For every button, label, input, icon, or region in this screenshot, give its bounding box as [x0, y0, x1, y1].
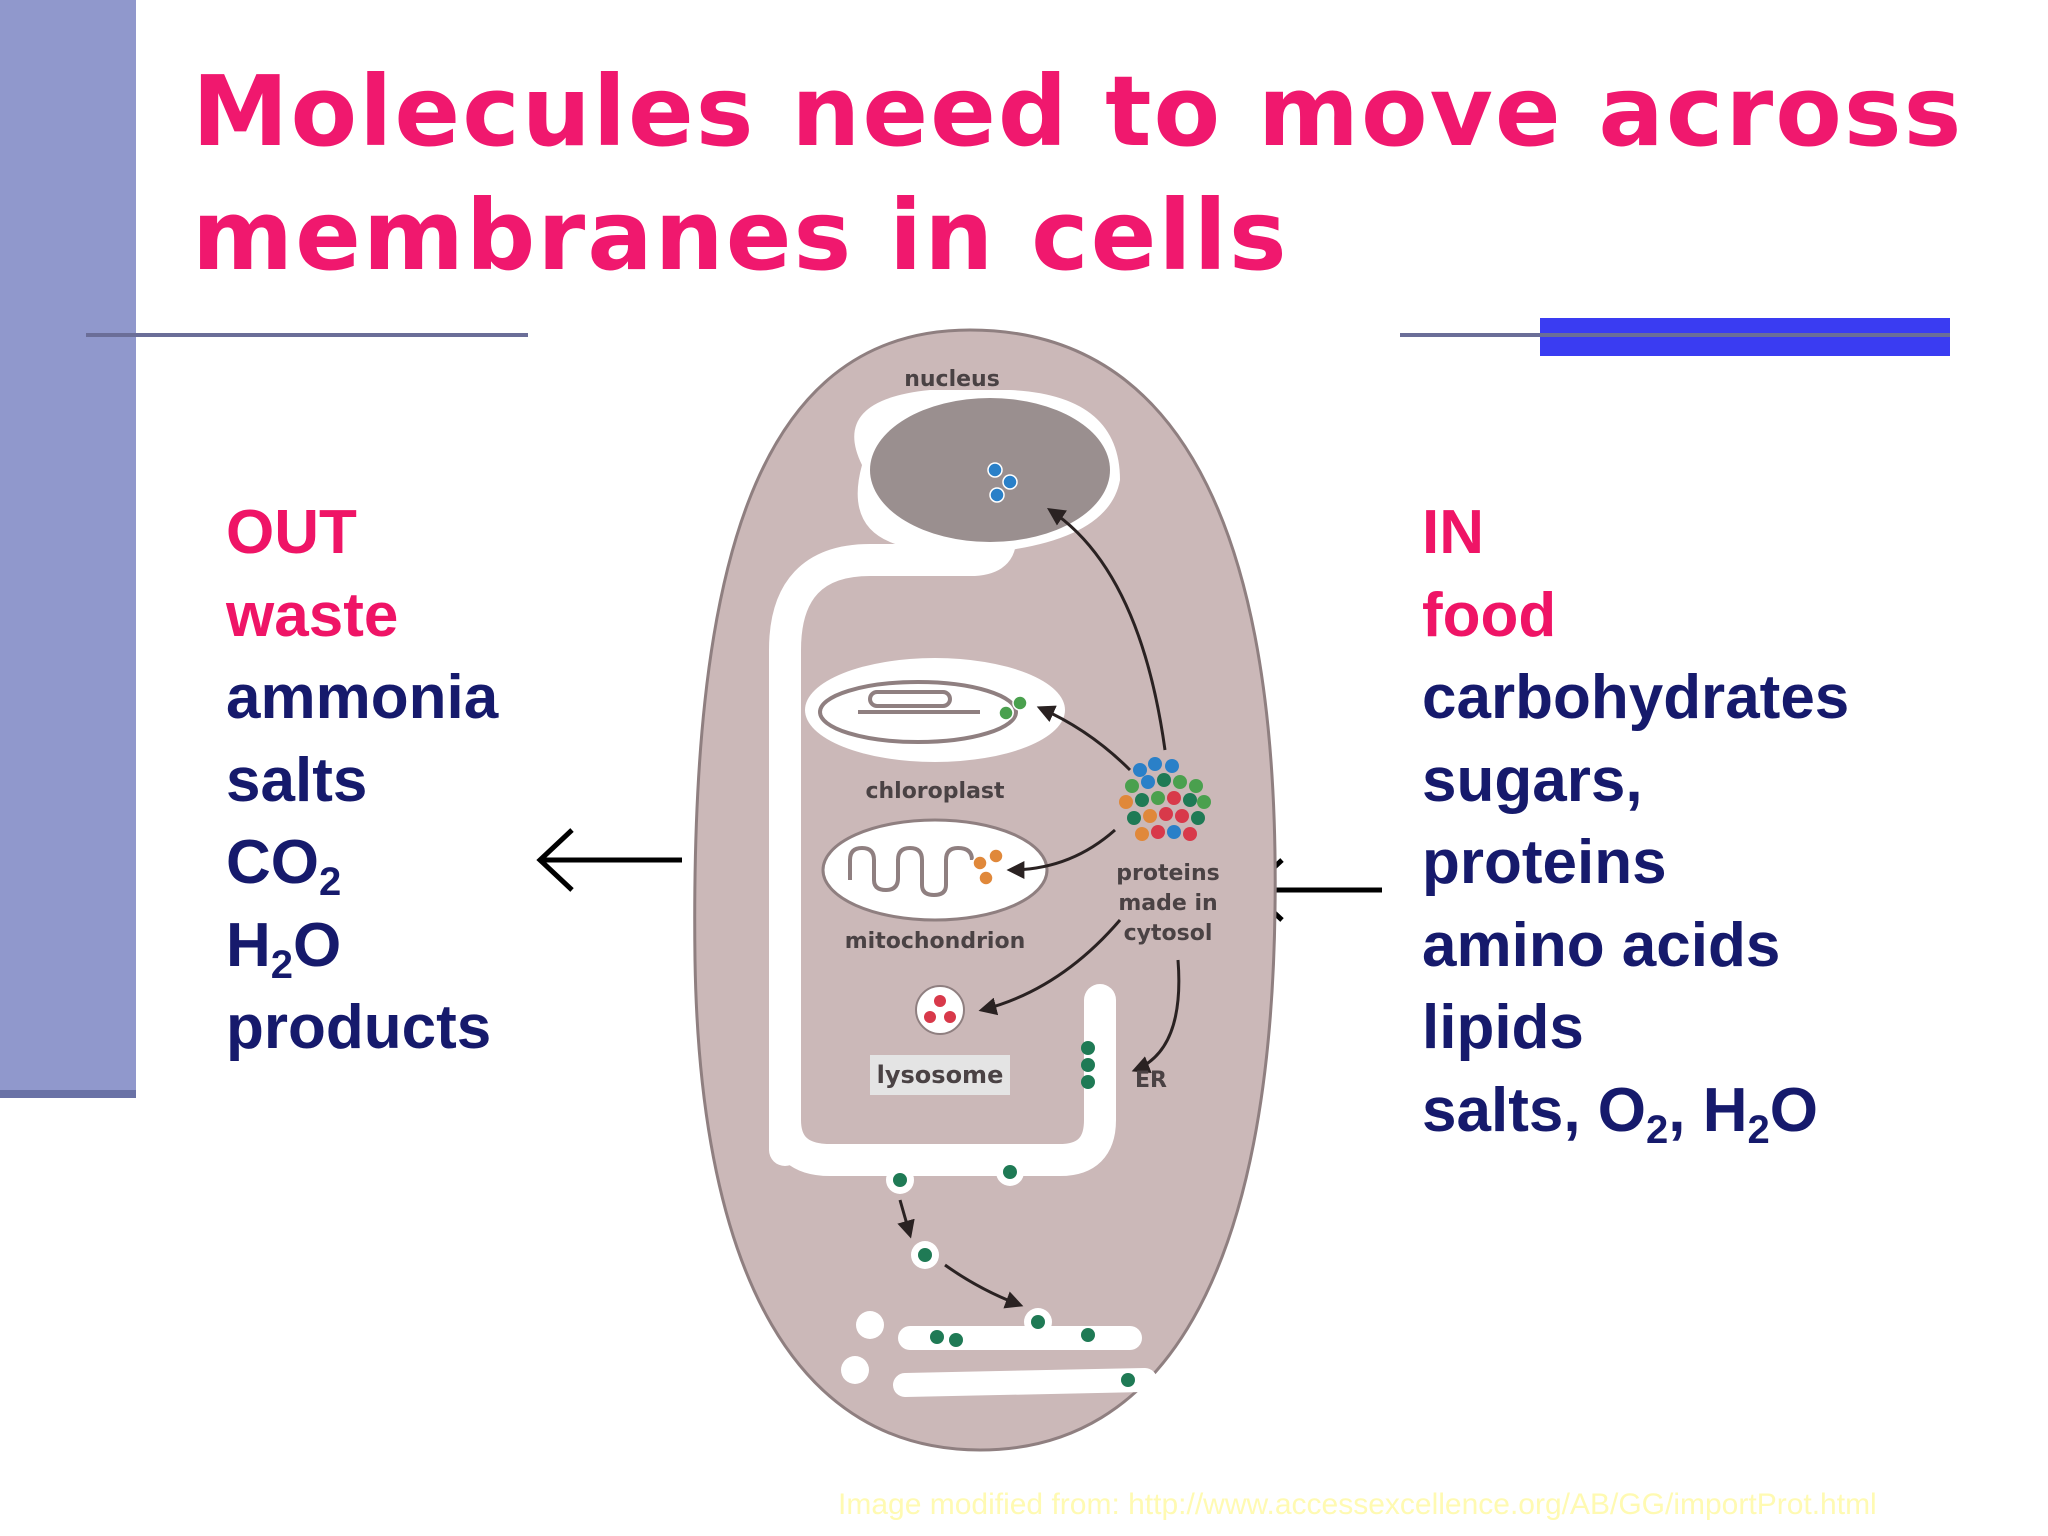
- label-nucleus: nucleus: [904, 367, 1000, 392]
- left-accent-bar: [0, 0, 136, 1094]
- golgi: [893, 1308, 1157, 1397]
- h2o-base: H: [226, 910, 271, 980]
- out-item-salts: salts: [226, 745, 368, 815]
- h-text: , H: [1668, 1075, 1748, 1145]
- in-heading: IN: [1422, 498, 1484, 567]
- label-er: ER: [1135, 1068, 1167, 1093]
- label-lysosome: lysosome: [877, 1061, 1004, 1089]
- chloroplast: [805, 658, 1065, 762]
- divider-right: [1400, 333, 1950, 337]
- co2-base: CO: [226, 828, 319, 897]
- image-credit: Image modified from: http://www.accessex…: [838, 1488, 1877, 1521]
- in-item-amino-acids: amino acids: [1422, 910, 1781, 980]
- in-item-lipids: lipids: [1422, 993, 1584, 1062]
- divider-left: [86, 333, 528, 337]
- out-item-h2o: H2O: [226, 905, 498, 988]
- salts-o-text: salts, O: [1422, 1075, 1646, 1145]
- h2o-suffix: O: [293, 910, 342, 980]
- h2o-subscript: 2: [270, 942, 294, 987]
- out-item-products: products: [226, 993, 492, 1062]
- out-item-co2: CO2: [226, 822, 498, 905]
- label-proteins-line1: proteins: [1116, 861, 1219, 886]
- in-item-sugars: sugars,: [1422, 745, 1643, 815]
- vesicles: [841, 1158, 1024, 1384]
- h2-subscript: 2: [1747, 1107, 1770, 1152]
- co2-subscript: 2: [319, 860, 342, 904]
- label-chloroplast: chloroplast: [865, 779, 1005, 804]
- in-item-salts-o2-h2o: salts, O2, H2O: [1422, 1070, 1849, 1153]
- in-item-proteins: proteins: [1422, 828, 1667, 897]
- lysosome: [870, 985, 1010, 1095]
- o-text: O: [1769, 1075, 1818, 1145]
- out-item-ammonia: ammonia: [226, 663, 499, 732]
- protein-cluster: [1119, 757, 1211, 841]
- arrow-out-icon: [536, 828, 682, 892]
- er-network: [769, 524, 1016, 1166]
- nucleus-proteins: [987, 462, 1018, 503]
- title-line-1: Molecules need to move across: [192, 55, 1964, 168]
- blue-accent-block: [1540, 318, 1950, 356]
- label-proteins-line3: cytosol: [1124, 921, 1213, 946]
- cell-diagram: nucleus chloroplast mitochondrion protei…: [693, 328, 1277, 1452]
- left-accent-bar-edge: [0, 1090, 136, 1098]
- label-proteins-line2: made in: [1118, 891, 1217, 916]
- mitochondrion: [821, 818, 1049, 922]
- in-category: food: [1422, 580, 1557, 650]
- er-proteins: [1081, 1041, 1095, 1089]
- out-category: waste: [226, 580, 399, 650]
- out-list: OUT waste ammonia salts CO2 H2O products: [226, 492, 498, 1070]
- in-list: IN food carbohydrates sugars, proteins a…: [1422, 492, 1849, 1152]
- label-mitochondrion: mitochondrion: [845, 929, 1026, 954]
- title-line-2: membranes in cells: [192, 179, 1289, 292]
- o2-subscript: 2: [1646, 1107, 1669, 1152]
- out-heading: OUT: [226, 498, 357, 567]
- in-item-carbohydrates: carbohydrates: [1422, 663, 1850, 732]
- slide-title: Molecules need to move across membranes …: [192, 50, 1972, 298]
